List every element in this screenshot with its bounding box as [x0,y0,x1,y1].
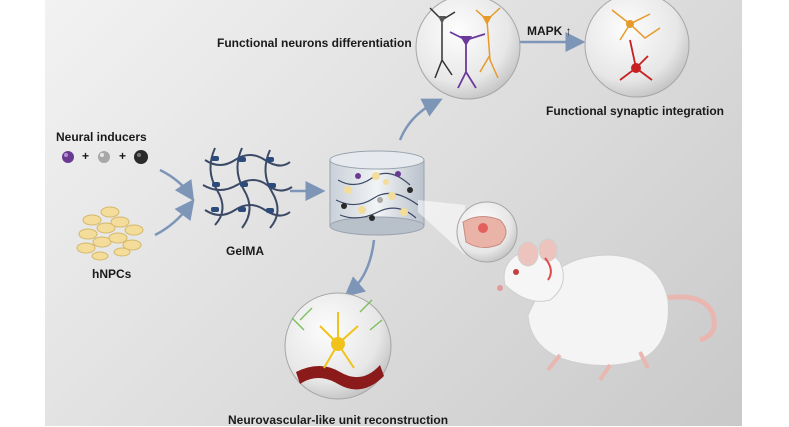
hnpcs-label: hNPCs [92,267,132,281]
gelma-crosslinks [211,156,276,213]
brain-tissue-bubble [456,201,518,263]
synaptic-bubble [584,0,690,98]
arrow-inducers-to-gelma [159,168,195,202]
inducer-purple-sphere [62,151,74,163]
inducer-black-sphere [134,150,148,164]
neurovascular-bubble [284,292,392,400]
plus-sign-1: + [82,149,90,163]
arrow-hnpcs-to-gelma [154,199,195,237]
arrow-scaffold-to-neurons [398,98,443,141]
mapk-label: MAPK ↑ [527,24,572,38]
inducer-gray-sphere [98,151,110,163]
neurons-bubble [415,0,521,100]
rat-illustration [497,238,717,382]
hnpc-cell-cluster [76,206,144,261]
gelma-network [202,147,293,229]
arrow-scaffold-to-neurovascular [344,239,376,297]
synaptic-integration-label: Functional synaptic integration [546,104,725,118]
neural-inducers-label: Neural inducers [56,130,147,144]
zoom-beam [418,200,465,255]
neurovascular-label: Neurovascular-like unit reconstruction [228,413,449,427]
hydrogel-scaffold [329,150,425,236]
plus-sign-2: + [119,149,127,163]
gelma-label: GelMA [226,244,265,258]
functional-neurons-label: Functional neurons differentiation [217,36,412,50]
